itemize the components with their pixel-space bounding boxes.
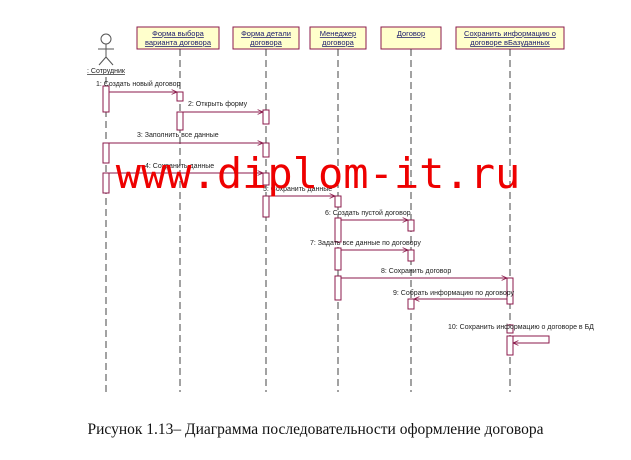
- message-label: 9: Собрать информацию по договору: [393, 289, 515, 297]
- lifeline-sohranit: Сохранить информацию о договоре вБазудан…: [455, 26, 565, 50]
- message-2: 2: Открыть форму: [183, 101, 263, 112]
- activation-bar: [334, 217, 342, 243]
- watermark-text: www.diplom-it.ru: [116, 149, 521, 198]
- activation-bar: [102, 172, 110, 194]
- activation-bar: [262, 172, 270, 186]
- message-label: 5: Сохранить данные: [263, 186, 332, 193]
- lifeline-label: Форма выбора: [152, 29, 204, 38]
- lifeline-dogovor: Договор: [380, 26, 442, 50]
- lifeline-label: Менеджер: [320, 29, 356, 38]
- message-arrow-self: [513, 335, 550, 343]
- activation-bar: [506, 277, 514, 305]
- message-3: 3: Заполнить все данные: [109, 132, 263, 143]
- activation-bar: [334, 275, 342, 301]
- activation-bar: [102, 85, 110, 113]
- message-label: 2: Открыть форму: [188, 101, 248, 108]
- activation-bar: [506, 324, 514, 334]
- lifeline-forma-detali: Форма детали договора: [232, 26, 300, 50]
- message-5: 5: Сохранить данные: [263, 186, 335, 196]
- message-label: 1: Создать новый договор: [96, 80, 180, 88]
- activation-bar: [262, 109, 270, 125]
- lifeline-label: договоре вБазуданных: [470, 38, 550, 47]
- activation-bar: [176, 91, 184, 102]
- activation-bar: [262, 142, 270, 158]
- activation-bar: [506, 335, 514, 356]
- activation-bar: [407, 219, 415, 232]
- actor-head: [100, 33, 112, 45]
- lifeline-forma-vybora: Форма выбора варианта договора: [136, 26, 220, 50]
- actor-employee: : Сотрудник: [87, 33, 126, 75]
- activation-bar: [334, 195, 342, 208]
- lifeline-label: Форма детали: [241, 29, 291, 38]
- lifeline-label: договора: [250, 38, 283, 47]
- activation-bar: [407, 298, 415, 310]
- activation-bar: [262, 195, 270, 218]
- actor-label: : Сотрудник: [87, 68, 126, 75]
- message-4: 4: Сохранить данные: [109, 163, 263, 173]
- figure-caption: Рисунок 1.13– Диаграмма последовательнос…: [87, 421, 544, 438]
- activation-bar: [176, 111, 184, 131]
- lifeline-label: договора: [322, 38, 355, 47]
- lifeline-box: [136, 26, 220, 50]
- lifeline-label: Сохранить информацию о: [464, 29, 556, 38]
- lifeline-menedzher: Менеджер договора: [309, 26, 367, 50]
- activation-bar: [102, 142, 110, 164]
- message-1: 1: Создать новый договор: [96, 80, 180, 92]
- message-8: 8: Сохранить договор: [341, 268, 507, 278]
- activation-bar: [334, 247, 342, 271]
- message-label: 6: Создать пустой договор: [325, 209, 411, 217]
- lifeline-label: Договор: [397, 29, 425, 38]
- actor-leg-left: [98, 56, 107, 66]
- message-7: 7: Задать все данные по договору: [310, 240, 421, 250]
- actor-leg-right: [105, 56, 114, 66]
- message-label: 7: Задать все данные по договору: [310, 240, 421, 247]
- message-label: 10: Сохранить информацию о договоре в БД: [448, 324, 594, 331]
- activation-bar: [407, 249, 415, 262]
- lifeline-label: варианта договора: [145, 38, 212, 47]
- message-label: 8: Сохранить договор: [381, 268, 451, 275]
- message-label: 4: Сохранить данные: [145, 163, 214, 170]
- message-10: 10: Сохранить информацию о договоре в БД: [448, 324, 594, 343]
- message-9: 9: Собрать информацию по договору: [393, 289, 515, 299]
- message-label: 3: Заполнить все данные: [137, 132, 219, 139]
- message-6: 6: Создать пустой договор: [325, 209, 411, 220]
